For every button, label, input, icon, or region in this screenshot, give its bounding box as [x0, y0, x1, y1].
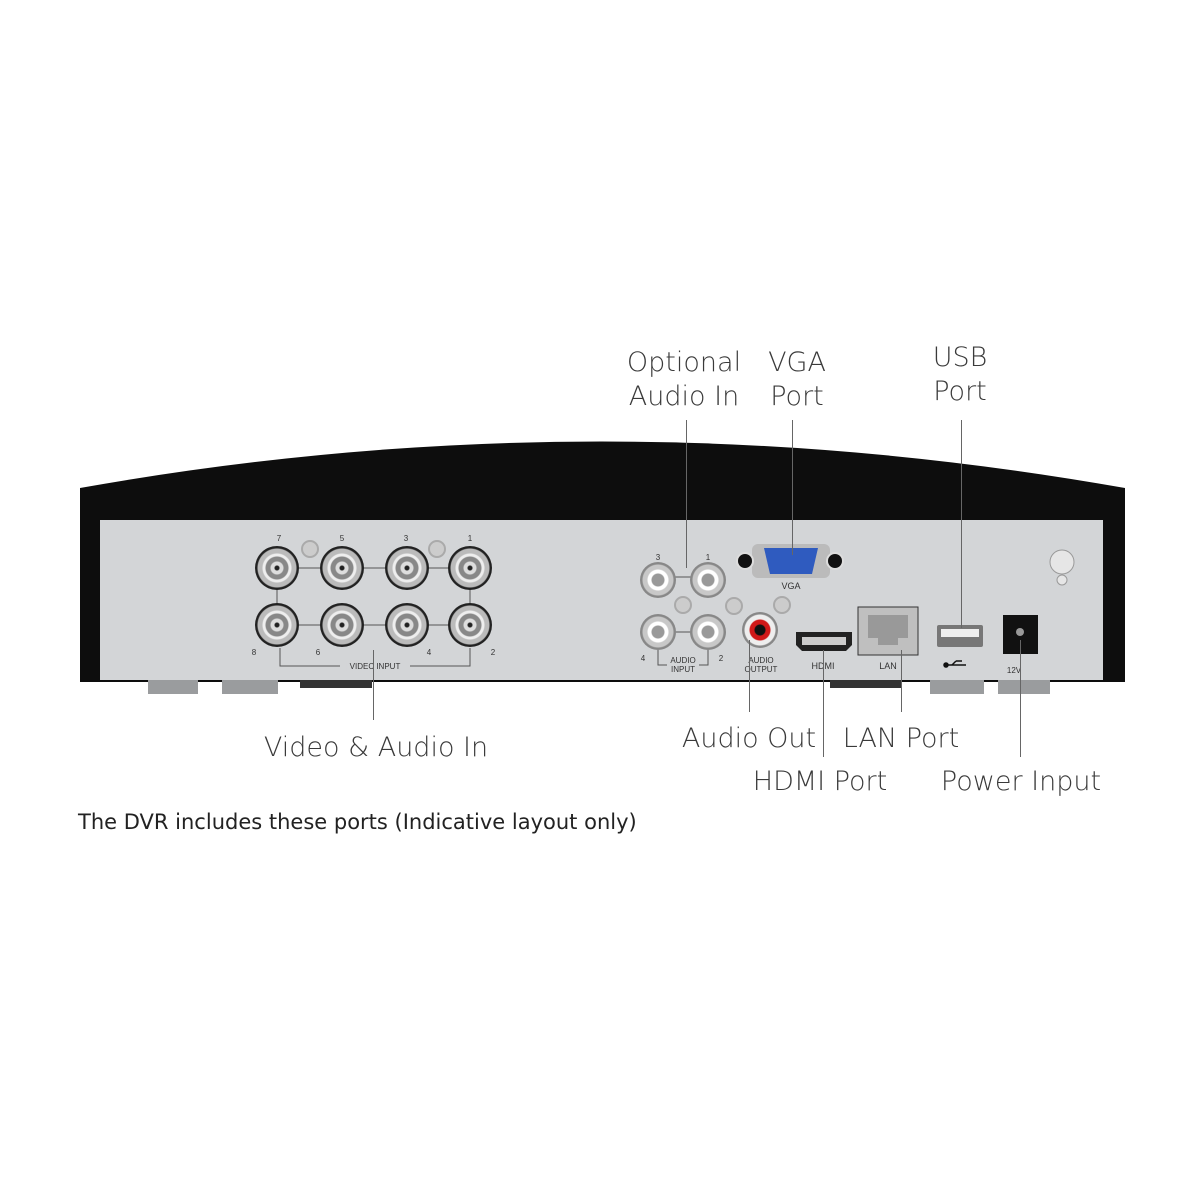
callout-lan-port: LAN Port — [842, 723, 960, 754]
audio-number: 1 — [705, 553, 711, 562]
screw-icon — [725, 597, 743, 615]
screw-icon — [428, 540, 446, 558]
video-number: 8 — [251, 648, 257, 657]
video-number: 3 — [403, 534, 409, 543]
callout-audio-out: Audio Out — [681, 723, 817, 754]
video-number: 5 — [339, 534, 345, 543]
audio-number: 3 — [655, 553, 661, 562]
audio-input-2 — [690, 614, 726, 650]
video-input-2 — [448, 603, 492, 647]
screw-icon — [773, 596, 791, 614]
video-input-4 — [385, 603, 429, 647]
callout-line — [901, 650, 902, 712]
callout-hdmi-port: HDMI Port — [752, 766, 888, 797]
video-input-5 — [320, 546, 364, 590]
video-input-8 — [255, 603, 299, 647]
video-input-6 — [320, 603, 364, 647]
callout-video-audio-in: Video & Audio In — [263, 732, 489, 763]
video-number: 2 — [490, 648, 496, 657]
lan-port — [868, 615, 908, 645]
audio-input-3 — [640, 562, 676, 598]
callout-line — [749, 640, 750, 712]
audio-number: 4 — [640, 654, 646, 663]
caption: The DVR includes these ports (Indicative… — [78, 810, 637, 834]
callout-line — [686, 420, 687, 568]
video-input-1 — [448, 546, 492, 590]
callout-line — [823, 650, 824, 757]
video-number: 6 — [315, 648, 321, 657]
vga-port — [764, 548, 818, 574]
power-label: 12V — [1006, 666, 1022, 675]
audio-input-1 — [690, 562, 726, 598]
lan-label: LAN — [879, 661, 897, 671]
vga-label: VGA — [781, 581, 801, 591]
video-input-label: VIDEC INPUT — [346, 662, 404, 671]
audio-input-4 — [640, 614, 676, 650]
video-number: 4 — [426, 648, 432, 657]
vga-screw-icon — [736, 552, 754, 570]
callout-line — [1020, 640, 1021, 757]
callout-line — [792, 420, 793, 555]
screw-icon — [674, 596, 692, 614]
video-number: 7 — [276, 534, 282, 543]
vga-screw-icon — [826, 552, 844, 570]
usb-icon — [943, 660, 966, 668]
screw-icon — [301, 540, 319, 558]
audio-output-port — [742, 612, 778, 648]
callout-line — [373, 650, 374, 720]
callout-line — [961, 420, 962, 628]
callout-power-input: Power Input — [940, 766, 1102, 797]
video-input-7 — [255, 546, 299, 590]
video-input-3 — [385, 546, 429, 590]
video-number: 1 — [467, 534, 473, 543]
audio-number: 2 — [718, 654, 724, 663]
